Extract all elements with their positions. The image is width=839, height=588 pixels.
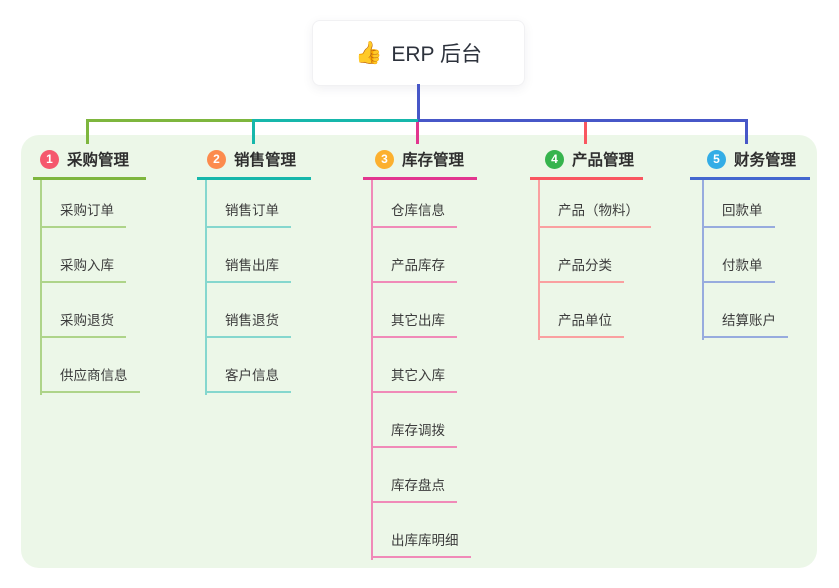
branch-sub-vertical: [702, 180, 704, 340]
subtopic-item[interactable]: 采购退货: [40, 283, 190, 338]
branch-sub-vertical: [40, 180, 42, 395]
branch-topic-label: 库存管理: [402, 152, 465, 169]
branch-underline: [530, 177, 643, 180]
branch-underline: [197, 177, 311, 180]
subtopic-label: 结算账户: [702, 309, 788, 338]
subtopic-item[interactable]: 其它入库: [371, 338, 521, 393]
root-topic-label: ERP 后台: [391, 43, 483, 66]
branch-topic-财务管理[interactable]: 5 财务管理: [707, 146, 796, 172]
subtopic-item[interactable]: 出库库明细: [371, 503, 521, 558]
subtopic-label: 客户信息: [205, 364, 291, 393]
branch-sub-vertical: [205, 180, 207, 395]
subtopic-label: 仓库信息: [371, 199, 457, 228]
subtopic-label: 销售订单: [205, 199, 291, 228]
subtopic-label: 采购订单: [40, 199, 126, 228]
connector-branch-drop: [745, 119, 748, 144]
subtopic-item[interactable]: 销售订单: [205, 180, 355, 228]
branch-items-column: 产品（物料） 产品分类产品单位: [538, 180, 688, 338]
subtopic-item[interactable]: 产品单位: [538, 283, 688, 338]
subtopic-item[interactable]: 采购订单: [40, 180, 190, 228]
branches-background-panel: [21, 135, 817, 568]
subtopic-item[interactable]: 供应商信息: [40, 338, 190, 393]
connector-trunk-segment: [253, 119, 418, 122]
subtopic-label: 产品（物料）: [538, 199, 651, 228]
subtopic-item[interactable]: 结算账户: [702, 283, 839, 338]
branch-underline: [690, 177, 810, 180]
branch-topic-label: 采购管理: [67, 152, 130, 169]
subtopic-item[interactable]: 产品库存: [371, 228, 521, 283]
branch-number-badge: 4: [545, 149, 564, 169]
branch-topic-采购管理[interactable]: 1 采购管理: [40, 146, 129, 172]
branch-items-column: 仓库信息产品库存其它出库其它入库库存调拨库存盘点出库库明细: [371, 180, 521, 558]
subtopic-label: 付款单: [702, 254, 775, 283]
subtopic-label: 销售出库: [205, 254, 291, 283]
subtopic-item[interactable]: 付款单: [702, 228, 839, 283]
branch-number-badge: 2: [207, 149, 226, 169]
branch-sub-vertical: [371, 180, 373, 560]
branch-items-column: 销售订单销售出库销售退货客户信息: [205, 180, 355, 393]
subtopic-label: 销售退货: [205, 309, 291, 338]
subtopic-label: 其它出库: [371, 309, 457, 338]
subtopic-item[interactable]: 产品分类: [538, 228, 688, 283]
subtopic-item[interactable]: 销售退货: [205, 283, 355, 338]
subtopic-label: 库存盘点: [371, 474, 457, 503]
branch-number-badge: 5: [707, 149, 726, 169]
subtopic-item[interactable]: 产品（物料）: [538, 180, 688, 228]
subtopic-item[interactable]: 回款单: [702, 180, 839, 228]
subtopic-label: 出库库明细: [371, 529, 471, 558]
connector-trunk-segment: [418, 119, 748, 122]
connector-branch-drop: [252, 119, 255, 144]
subtopic-item[interactable]: 采购入库: [40, 228, 190, 283]
subtopic-label: 供应商信息: [40, 364, 140, 393]
subtopic-item[interactable]: 其它出库: [371, 283, 521, 338]
branch-number-badge: 1: [40, 149, 59, 169]
subtopic-label: 库存调拨: [371, 419, 457, 448]
branch-topic-库存管理[interactable]: 3 库存管理: [375, 146, 464, 172]
branch-underline: [33, 177, 146, 180]
branch-underline: [363, 177, 477, 180]
thumbs-up-icon: 👍: [354, 40, 383, 65]
branch-topic-label: 产品管理: [572, 152, 635, 169]
subtopic-label: 产品分类: [538, 254, 624, 283]
branch-number-badge: 3: [375, 149, 394, 169]
connector-root-vertical: [417, 84, 420, 120]
branch-sub-vertical: [538, 180, 540, 340]
branch-topic-label: 财务管理: [734, 152, 797, 169]
connector-branch-drop: [584, 122, 587, 144]
subtopic-item[interactable]: 销售出库: [205, 228, 355, 283]
subtopic-label: 采购退货: [40, 309, 126, 338]
root-topic-erp[interactable]: 👍 ERP 后台: [312, 20, 525, 86]
subtopic-label: 产品单位: [538, 309, 624, 338]
connector-branch-drop: [416, 122, 419, 144]
branch-items-column: 回款单付款单结算账户: [702, 180, 839, 338]
subtopic-label: 产品库存: [371, 254, 457, 283]
branch-topic-销售管理[interactable]: 2 销售管理: [207, 146, 296, 172]
subtopic-item[interactable]: 客户信息: [205, 338, 355, 393]
connector-branch-drop: [86, 119, 89, 144]
subtopic-label: 采购入库: [40, 254, 126, 283]
subtopic-item[interactable]: 仓库信息: [371, 180, 521, 228]
branch-topic-label: 销售管理: [234, 152, 297, 169]
connector-trunk-segment: [87, 119, 253, 122]
subtopic-item[interactable]: 库存盘点: [371, 448, 521, 503]
subtopic-label: 其它入库: [371, 364, 457, 393]
branch-topic-产品管理[interactable]: 4 产品管理: [545, 146, 634, 172]
subtopic-item[interactable]: 库存调拨: [371, 393, 521, 448]
subtopic-label: 回款单: [702, 199, 775, 228]
branch-items-column: 采购订单采购入库采购退货供应商信息: [40, 180, 190, 393]
